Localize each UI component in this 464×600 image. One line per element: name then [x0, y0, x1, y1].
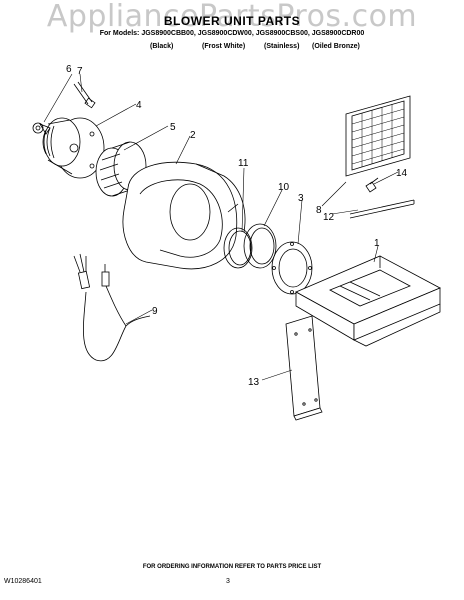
page-number: 3 [226, 578, 230, 585]
part-11-gasket [223, 227, 253, 269]
leader-lines [43, 73, 399, 381]
callout-11: 11 [238, 158, 249, 169]
callout-2: 2 [190, 130, 196, 141]
part-10-ring [243, 223, 277, 269]
finish-label-black: (Black) [150, 43, 174, 50]
finish-label-frost-white: (Frost White) [202, 43, 246, 50]
callout-12: 12 [323, 212, 335, 223]
part-9-wire-harness [73, 253, 151, 362]
part-14-clip [365, 177, 379, 193]
part-3-flange-ring [271, 241, 313, 295]
callouts: 6 7 4 5 2 11 10 3 14 8 12 1 9 13 [66, 64, 408, 388]
page-title: BLOWER UNIT PARTS [163, 14, 301, 28]
callout-1: 1 [374, 238, 380, 249]
callout-8: 8 [316, 205, 322, 216]
callout-3: 3 [298, 193, 304, 204]
callout-10: 10 [278, 182, 290, 193]
part-7-pin [73, 81, 96, 109]
finish-label-stainless: (Stainless) [264, 43, 300, 50]
part-12-strip [349, 199, 415, 219]
callout-9: 9 [152, 306, 158, 317]
part-4-motor [39, 117, 105, 179]
callout-5: 5 [170, 122, 176, 133]
finish-label-oiled-bronze: (Oiled Bronze) [312, 43, 360, 50]
ordering-footer: FOR ORDERING INFORMATION REFER TO PARTS … [142, 564, 322, 570]
callout-14: 14 [396, 168, 408, 179]
part-13-cover-plate [285, 315, 323, 421]
models-line: For Models: JGS8900CBB00, JGS8900CDW00, … [99, 30, 365, 37]
callout-13: 13 [248, 377, 260, 388]
part-6-nut [32, 122, 44, 134]
grille-filter [345, 95, 411, 177]
part-2-blower-housing [122, 161, 246, 270]
callout-6: 6 [66, 64, 72, 75]
callout-7: 7 [77, 66, 83, 77]
watermark: AppliancePartsPros.com [46, 0, 418, 34]
part-1-blower-base [295, 255, 441, 347]
document-number: W10286401 [4, 578, 42, 585]
callout-4: 4 [136, 100, 142, 111]
